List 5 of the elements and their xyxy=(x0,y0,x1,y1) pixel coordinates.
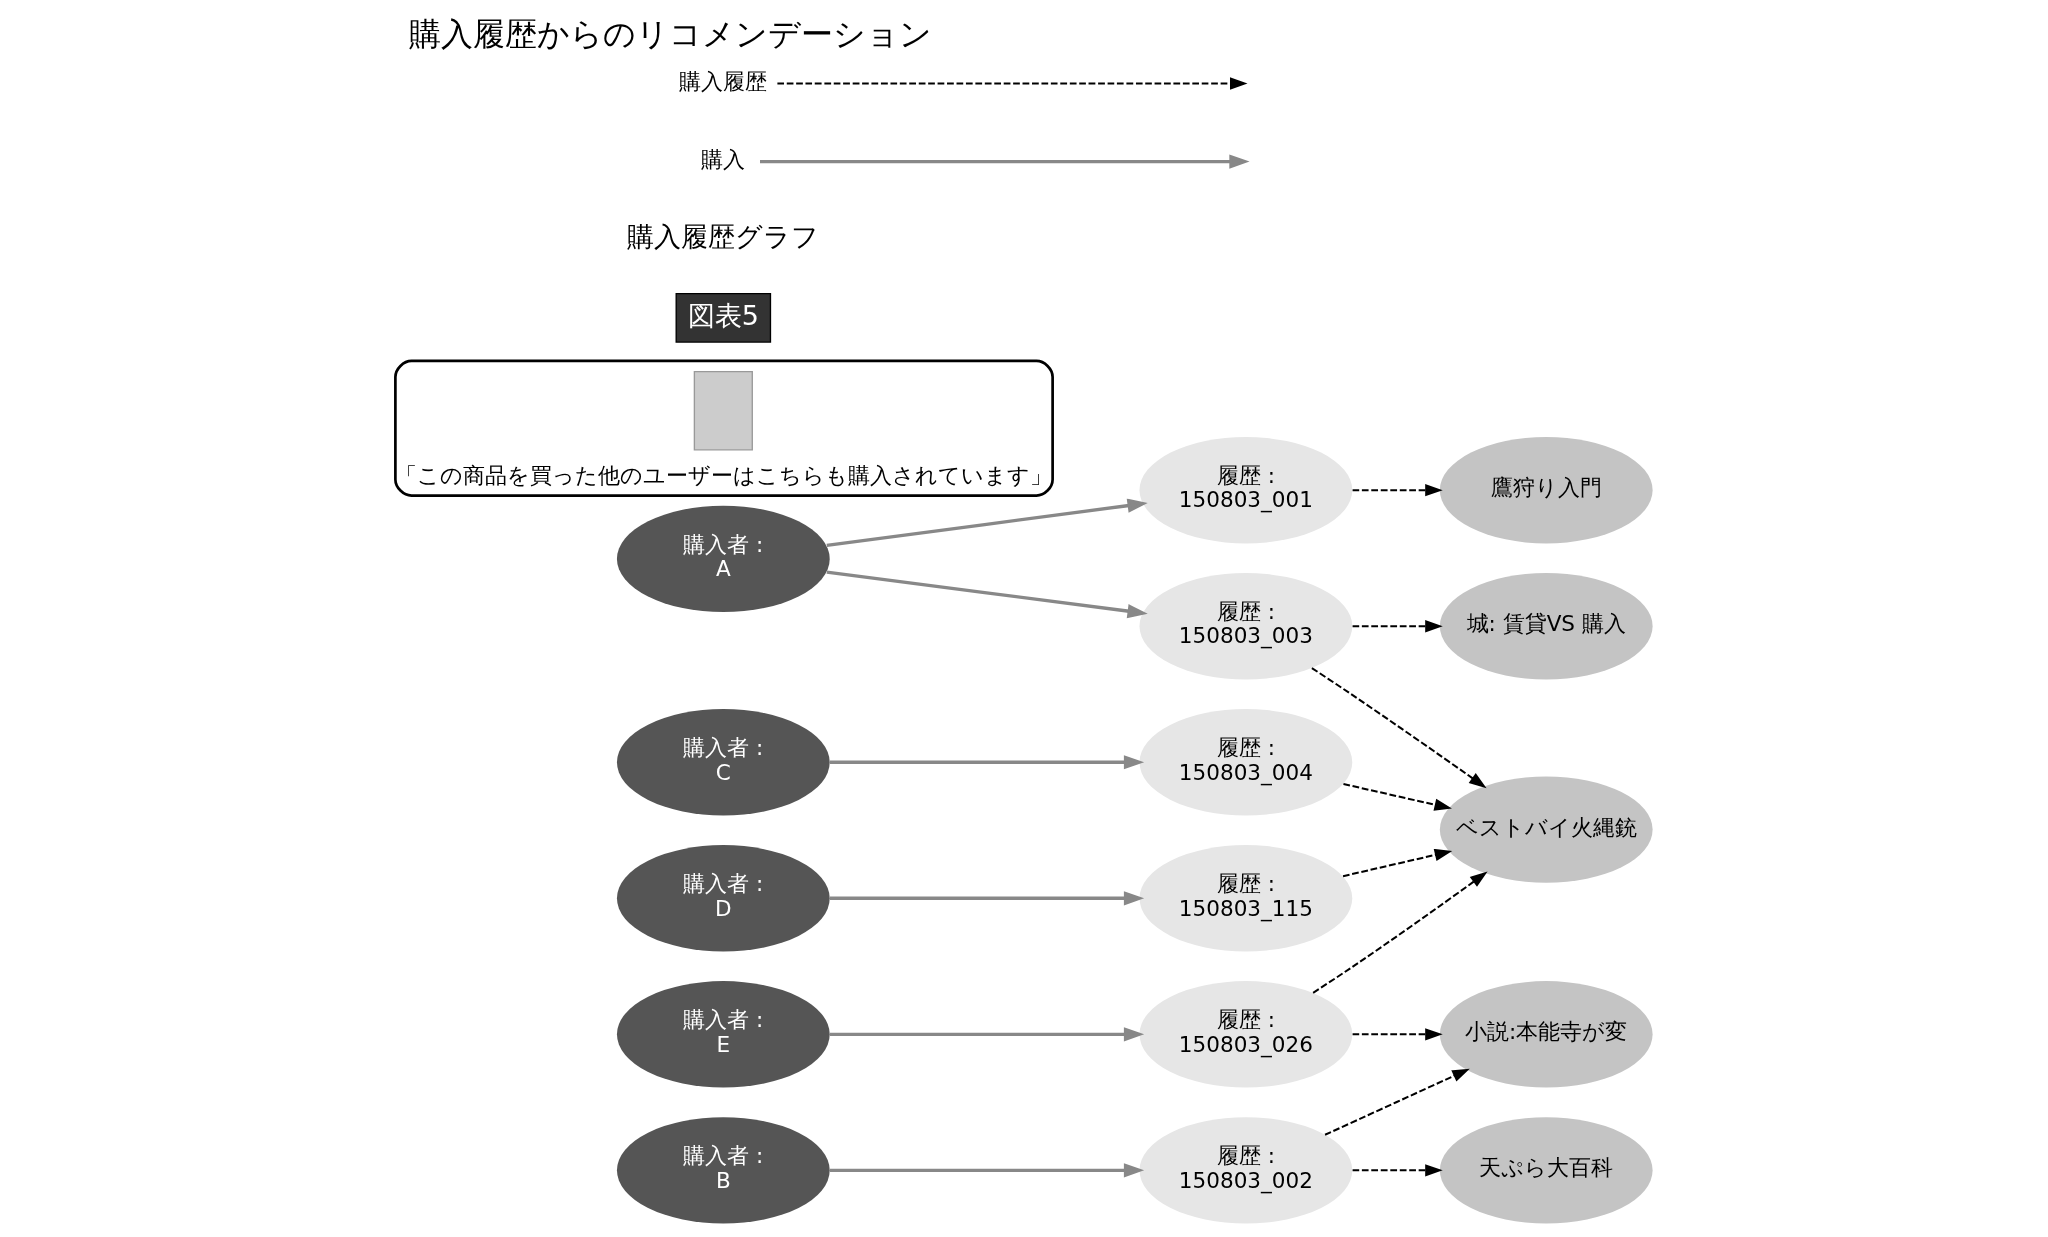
label: 購入履歴グラフ xyxy=(627,221,820,253)
label: 図表5 xyxy=(687,299,759,331)
legend-label: 購入 xyxy=(701,146,746,172)
diagram-title: 購入履歴からのリコメンデーション xyxy=(409,14,933,53)
legend-label: 購入履歴 xyxy=(679,68,768,94)
